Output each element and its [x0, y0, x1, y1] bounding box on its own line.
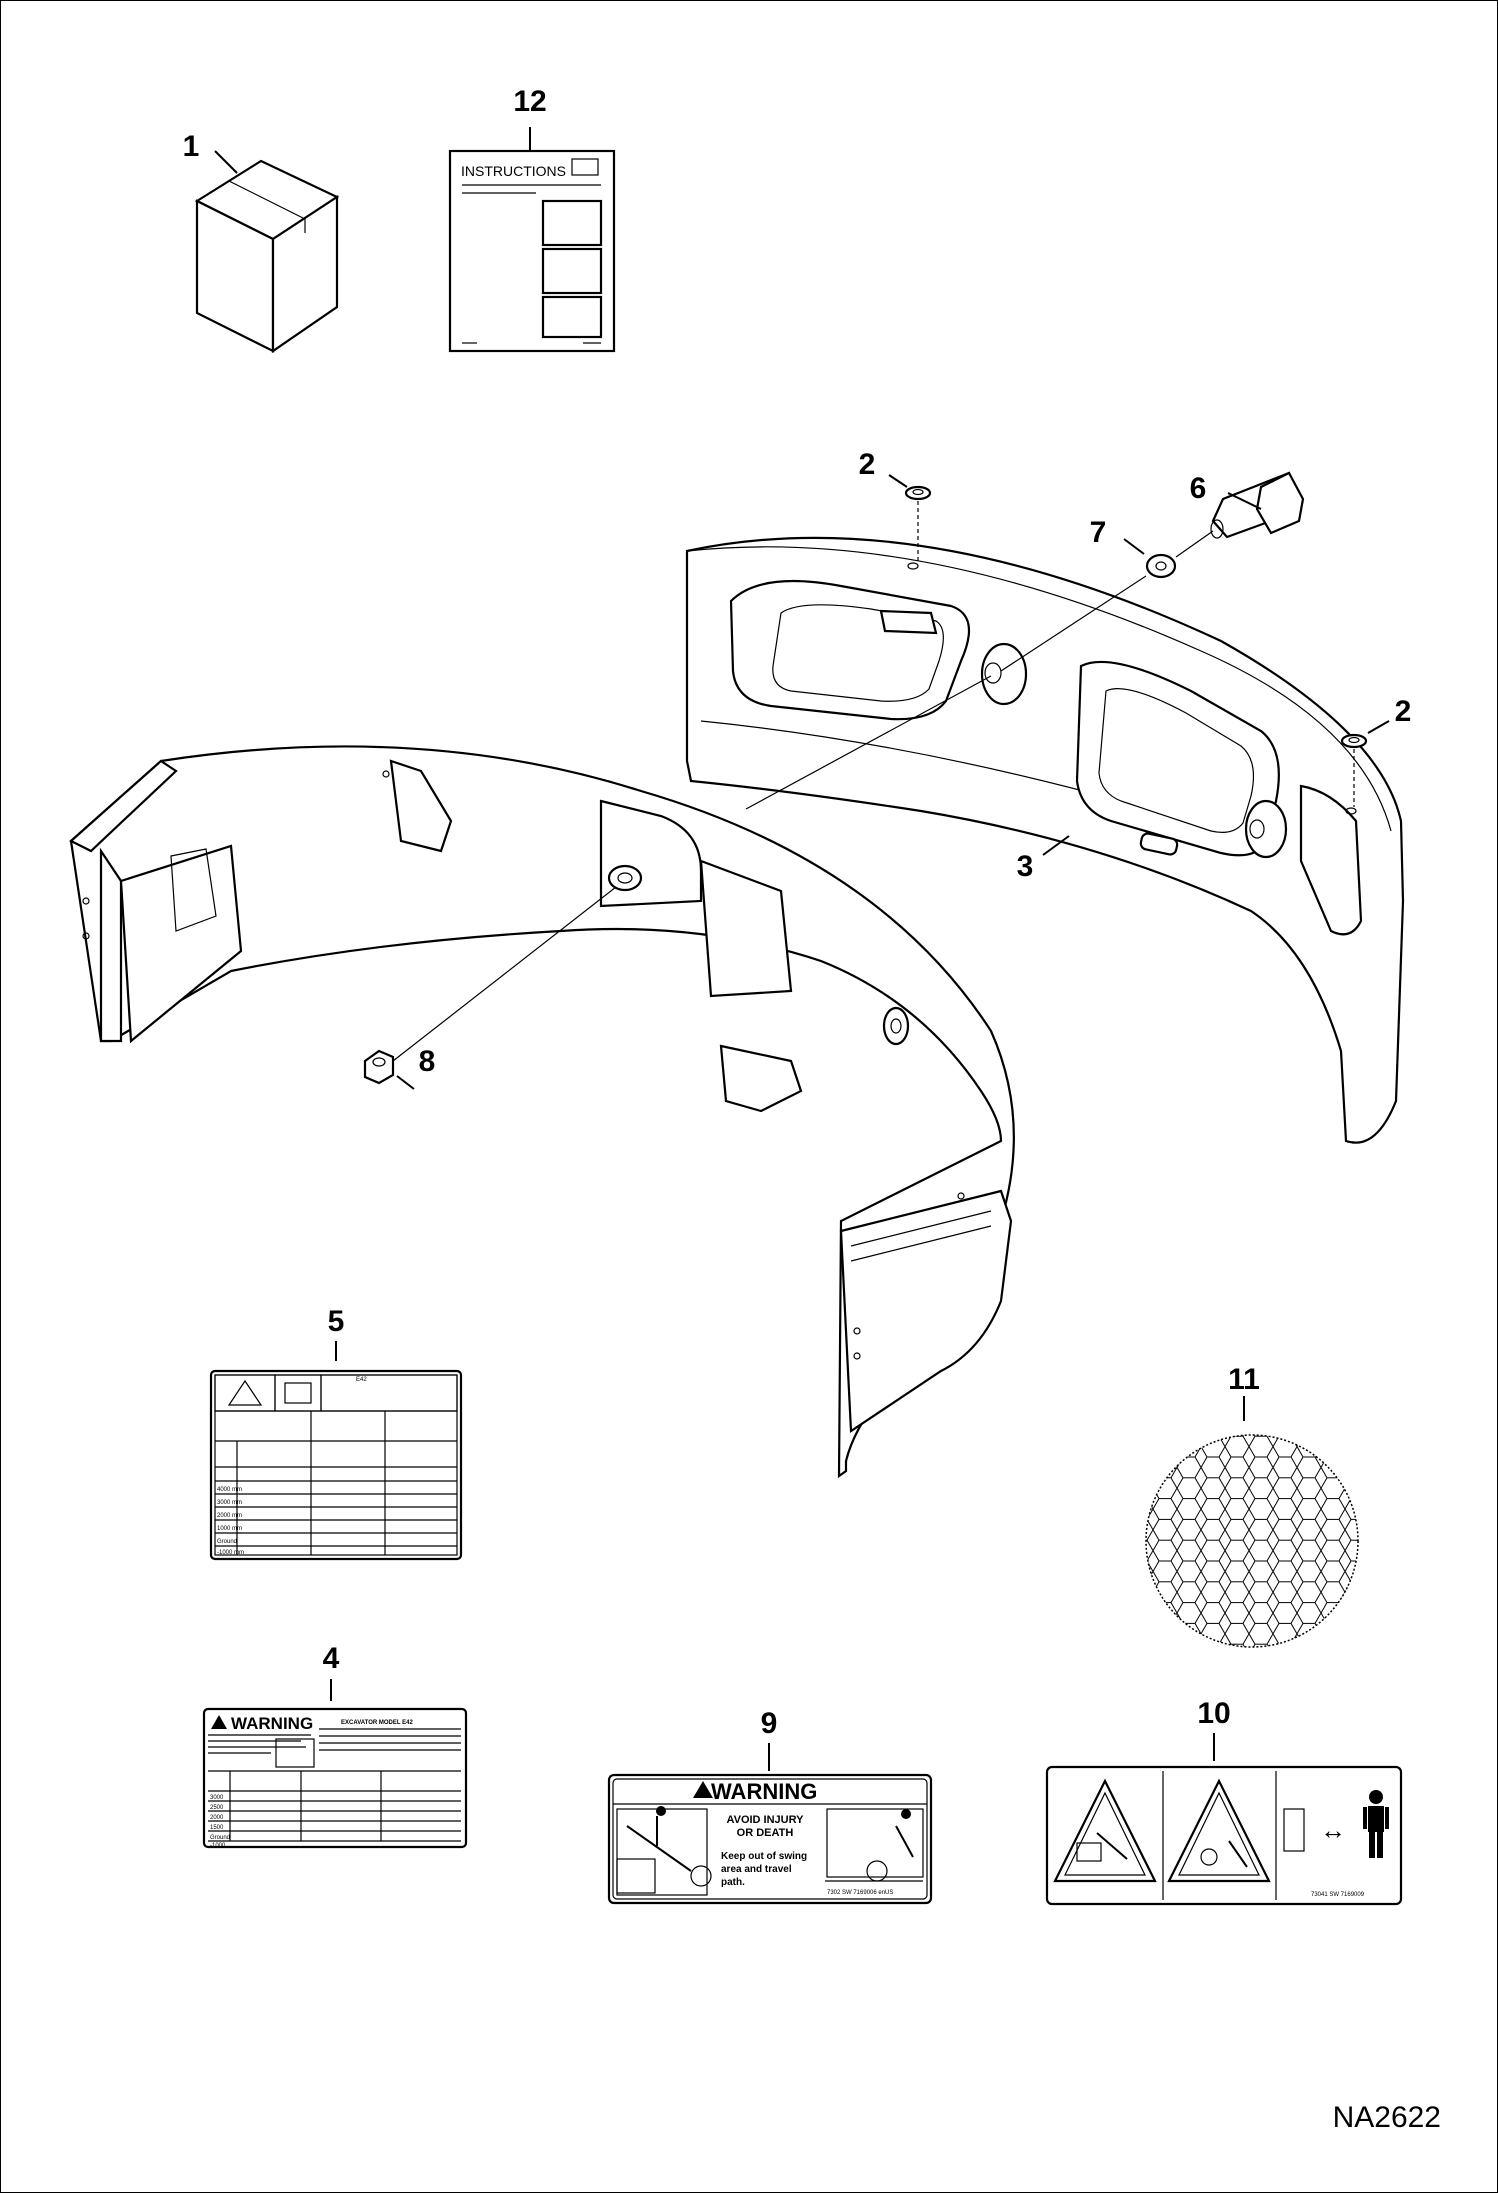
decal-4-row-6: -1000 — [210, 1843, 226, 1849]
callout-3-leader — [1042, 835, 1070, 856]
svg-text:↔: ↔ — [1320, 1815, 1346, 1845]
item-11-mesh-screen — [1145, 1396, 1359, 1648]
instructions-title: INSTRUCTIONS — [461, 163, 566, 179]
callout-3: 3 — [1017, 850, 1034, 883]
decal-4-row-4: 1500 — [210, 1825, 224, 1831]
decal-5-row-1: 4000 mm — [217, 1487, 242, 1493]
item-3-counterweight-rear — [685, 536, 1405, 1144]
callout-5: 5 — [328, 1305, 345, 1338]
item-10-keep-away-decal: ↔ — [1045, 1733, 1403, 1906]
drawing-id: NA2622 — [1333, 2101, 1441, 2134]
decal-5-row-2: 3000 mm — [217, 1500, 242, 1506]
decal-9-body1: Keep out of swing — [721, 1851, 807, 1862]
item-6-bolt — [1210, 471, 1305, 539]
item-5-lift-capacity-decal — [209, 1341, 463, 1561]
item-9-swing-warning-decal — [607, 1743, 933, 1905]
callout-9: 9 — [761, 1707, 778, 1740]
callout-7: 7 — [1090, 516, 1107, 549]
decal-4-model: EXCAVATOR MODEL E42 — [341, 1720, 413, 1726]
item-2-nut-top — [888, 474, 932, 561]
decal-4-row-3: 2000 — [210, 1815, 224, 1821]
counterweight-front — [69, 745, 1015, 1479]
callout-2-top: 2 — [859, 448, 876, 481]
decal-9-line2: OR DEATH — [737, 1827, 794, 1839]
callout-10: 10 — [1197, 1697, 1230, 1730]
decal-4-row-2: 2500 — [210, 1805, 224, 1811]
decal-4-header: WARNING — [231, 1714, 313, 1733]
decal-10-part-numbers: 73041 SW 7169009 — [1311, 1892, 1365, 1898]
callout-4: 4 — [323, 1642, 340, 1675]
decal-9-part-numbers: 7302 SW 7169006 enUS — [827, 1890, 893, 1896]
bolt-axis-line — [745, 675, 992, 810]
decal-9-header: WARNING — [711, 1779, 817, 1804]
decal-9-body2: area and travel — [721, 1864, 792, 1875]
callout-2-right: 2 — [1395, 695, 1412, 728]
decal-5-row-6: -1000 mm — [217, 1550, 244, 1556]
item-4-warning-lift-decal — [202, 1679, 468, 1849]
callout-11: 11 — [1228, 1363, 1260, 1396]
decal-5-model: E42 — [356, 1377, 367, 1383]
item-2-nut-right — [1340, 720, 1390, 807]
decal-5-row-5: Ground — [217, 1539, 237, 1545]
decal-5-row-3: 2000 mm — [217, 1513, 242, 1519]
callout-8: 8 — [419, 1045, 436, 1078]
decal-5-row-4: 1000 mm — [217, 1526, 242, 1532]
decal-9-line1: AVOID INJURY — [726, 1814, 804, 1826]
item-8-nut — [363, 886, 617, 1090]
callout-1: 1 — [183, 130, 200, 163]
item-12-instructions-sheet — [448, 127, 616, 353]
item-7-washer — [1000, 530, 1214, 672]
decal-4-row-5: Ground — [210, 1835, 230, 1841]
decal-4-row-1: 3000 — [210, 1795, 224, 1801]
item-1-carton — [194, 150, 340, 354]
callout-6: 6 — [1190, 472, 1207, 505]
callout-12: 12 — [513, 85, 546, 118]
decal-9-body3: path. — [721, 1877, 745, 1888]
